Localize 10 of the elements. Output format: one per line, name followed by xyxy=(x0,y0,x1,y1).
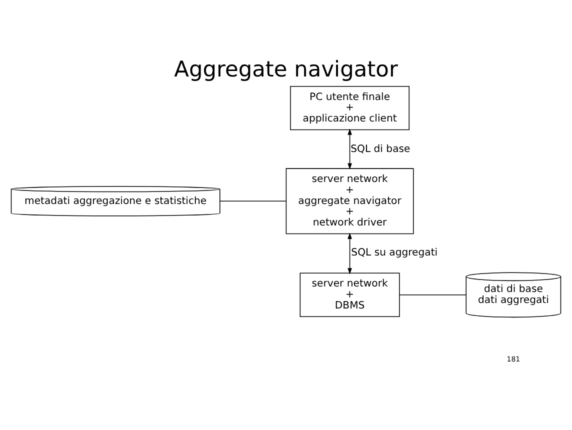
edge-label: SQL su aggregati xyxy=(351,248,438,259)
node-box: PC utente finale + applicazione client xyxy=(290,86,410,130)
diagram-title: Aggregate navigator xyxy=(174,58,398,83)
arrow xyxy=(348,128,352,170)
node-box: server network + DBMS xyxy=(300,272,400,317)
edge-label: SQL di base xyxy=(350,144,410,155)
connector xyxy=(399,294,466,296)
node-box: server network + aggregate navigator + network driver xyxy=(286,168,414,234)
arrow xyxy=(348,232,352,274)
connector xyxy=(220,200,286,202)
